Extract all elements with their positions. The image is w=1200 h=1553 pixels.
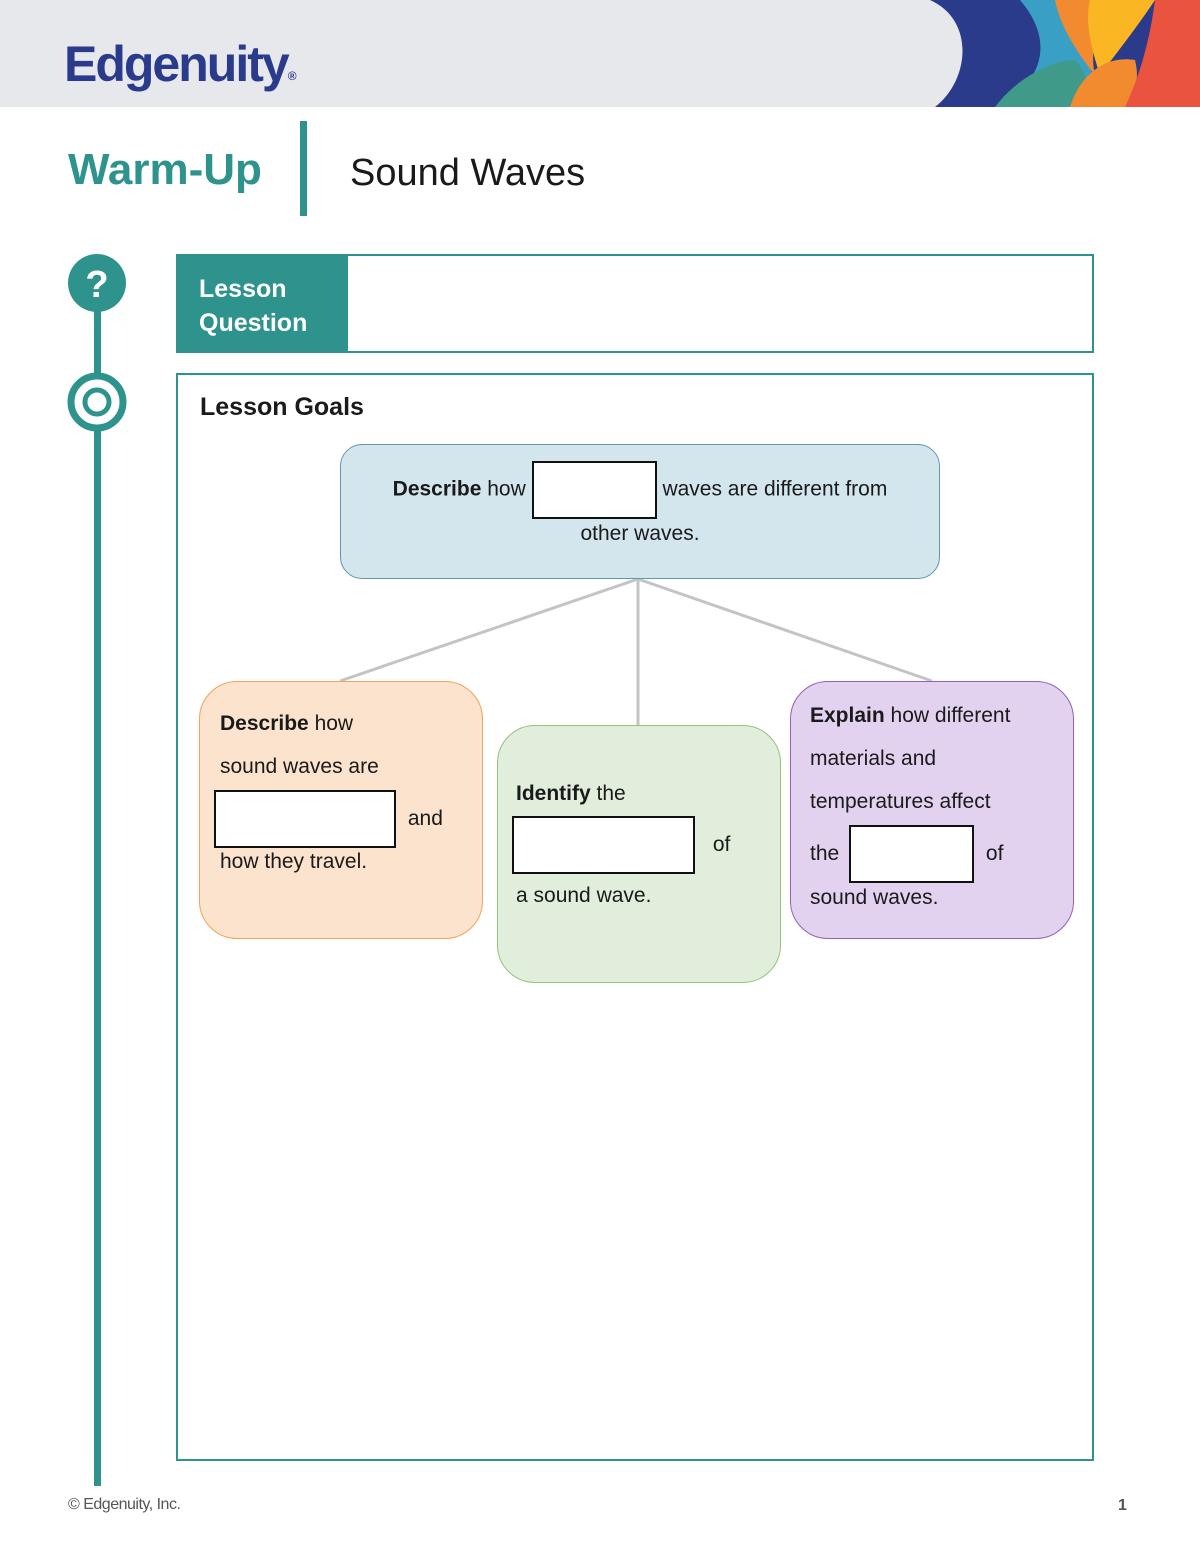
page-number: 1 — [1118, 1497, 1127, 1514]
connector-right — [637, 577, 933, 683]
goal-box-middle: Identify the of a sound wave. — [497, 725, 781, 983]
title-divider — [300, 121, 307, 216]
header-banner: Edgenuity® — [0, 0, 1200, 107]
edgenuity-logo: Edgenuity® — [64, 36, 297, 92]
answer-blank[interactable] — [531, 461, 657, 519]
answer-blank[interactable] — [512, 816, 695, 875]
question-mark-icon — [68, 254, 126, 312]
lesson-question-label: Lesson Question — [178, 256, 348, 351]
connector-left — [339, 577, 639, 683]
answer-blank[interactable] — [849, 825, 975, 884]
lesson-goals-box: Lesson Goals Describe how waves are diff… — [176, 373, 1094, 1461]
section-title: Warm-Up — [68, 145, 262, 194]
goal-box-right: Explain how different materials and temp… — [790, 681, 1074, 939]
lesson-question-answer-field[interactable] — [348, 256, 1092, 351]
lesson-goals-title: Lesson Goals — [200, 393, 364, 421]
main-goal-box: Describe how waves are different from ot… — [340, 444, 940, 579]
copyright-text: © Edgenuity, Inc. — [68, 1496, 181, 1513]
timeline: ? — [67, 254, 127, 1486]
page-title: Sound Waves — [350, 152, 586, 194]
timeline-line — [94, 300, 101, 1486]
question-mark-glyph: ? — [85, 264, 108, 306]
goal-connectors — [339, 577, 933, 725]
target-icon — [67, 372, 127, 432]
goal-box-left: Describe how sound waves are and how the… — [199, 681, 483, 939]
decorative-shapes — [930, 0, 1200, 107]
answer-blank[interactable] — [214, 790, 396, 849]
lesson-question-box: Lesson Question — [176, 254, 1094, 353]
